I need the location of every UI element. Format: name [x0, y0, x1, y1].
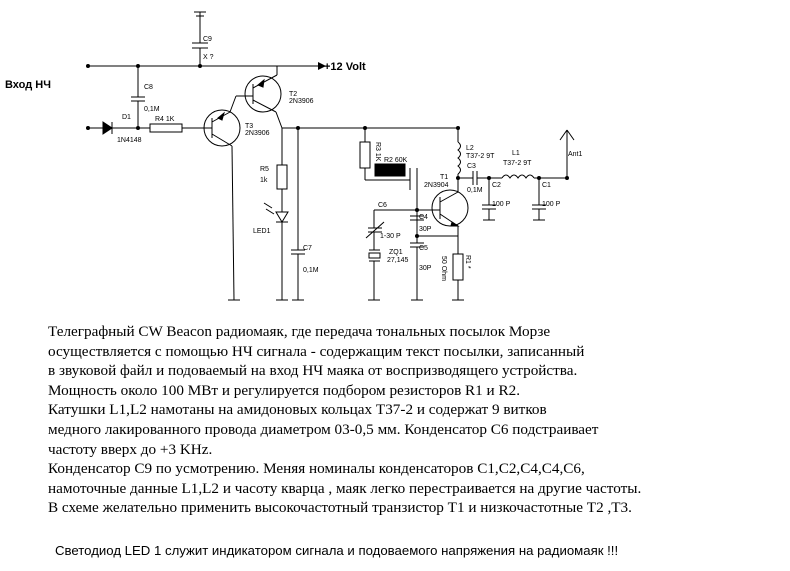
c1-value: 100 P: [542, 201, 561, 208]
l1-ref: L1: [512, 150, 520, 157]
description-line: осуществляется с помощью НЧ сигнала - со…: [48, 342, 585, 360]
zq1-value: 27,145: [387, 257, 409, 264]
c7-ref: C7: [303, 245, 312, 252]
r2-label: R2 60K: [384, 157, 408, 164]
description-line: Мощность около 100 МВт и регулируется по…: [48, 381, 520, 399]
c6-ref: C6: [378, 202, 387, 209]
c9-value: X ?: [203, 54, 214, 61]
footer-note: Светодиод LED 1 служит индикатором сигна…: [55, 543, 619, 558]
r4-label: R4 1K: [155, 116, 175, 123]
description-line: Конденсатор С9 по усмотрению. Меняя номи…: [48, 460, 585, 478]
description-line: в звуковой файл и подоваемый на вход НЧ …: [48, 362, 578, 380]
c8-value: 0,1M: [144, 106, 160, 113]
c9-ref: C9: [203, 36, 212, 43]
c3-ref: C3: [467, 163, 476, 170]
r5-ref: R5: [260, 166, 269, 173]
r1-ref: R1 *: [464, 255, 471, 269]
c8-ref: C8: [144, 84, 153, 91]
t2-ref: T2: [289, 91, 297, 98]
description-line: частоту вверх до +3 KHz.: [48, 440, 213, 458]
description-line: намоточные данные L1,L2 и часоту кварца …: [48, 479, 642, 497]
ant1-ref: Ant1: [568, 151, 583, 158]
description-line: Катушки L1,L2 намотаны на амидоновых кол…: [48, 401, 547, 419]
description-line: медного лакированного провода диаметром …: [48, 420, 599, 438]
r1-value: 50 Ohm: [440, 256, 447, 281]
t2-value: 2N3906: [289, 98, 314, 105]
c7-value: 0,1M: [303, 267, 319, 274]
d1-ref: D1: [122, 114, 131, 121]
c5-value: 30P: [419, 265, 432, 272]
description-line: В схеме желательно применить высокочасто…: [48, 499, 632, 517]
t1-ref: T1: [440, 174, 448, 181]
led1-ref: LED1: [253, 228, 271, 235]
r5-value: 1k: [260, 177, 268, 184]
t3-ref: T3: [245, 123, 253, 130]
t1-value: 2N3904: [424, 182, 449, 189]
c2-ref: C2: [492, 182, 501, 189]
c1-ref: C1: [542, 182, 551, 189]
r3-label: R3 1K: [374, 142, 381, 162]
l2-value: T37-2 9T: [466, 153, 495, 160]
c6-value: 1-30 P: [380, 233, 401, 240]
c2-value: 100 P: [492, 201, 511, 208]
c4-ref: C4: [419, 214, 428, 221]
l1-value: T37-2 9T: [503, 160, 532, 167]
description-line: Телеграфный CW Beacon радиомаяк, где пер…: [48, 323, 551, 340]
input-label: Вход НЧ: [5, 79, 51, 91]
c5-ref: C5: [419, 245, 428, 252]
description-text: Телеграфный CW Beacon радиомаяк, где пер…: [48, 322, 783, 518]
supply-label: +12 Volt: [324, 61, 366, 73]
zq1-ref: ZQ1: [389, 249, 403, 256]
c3-value: 0,1M: [467, 187, 483, 194]
t3-value: 2N3906: [245, 130, 270, 137]
d1-value: 1N4148: [117, 137, 142, 144]
l2-ref: L2: [466, 145, 474, 152]
circuit-schematic: Вход НЧ +12 Volt C9 X ? C8 0,1M D1 1N414…: [5, 11, 583, 301]
c4-value: 30P: [419, 226, 432, 233]
